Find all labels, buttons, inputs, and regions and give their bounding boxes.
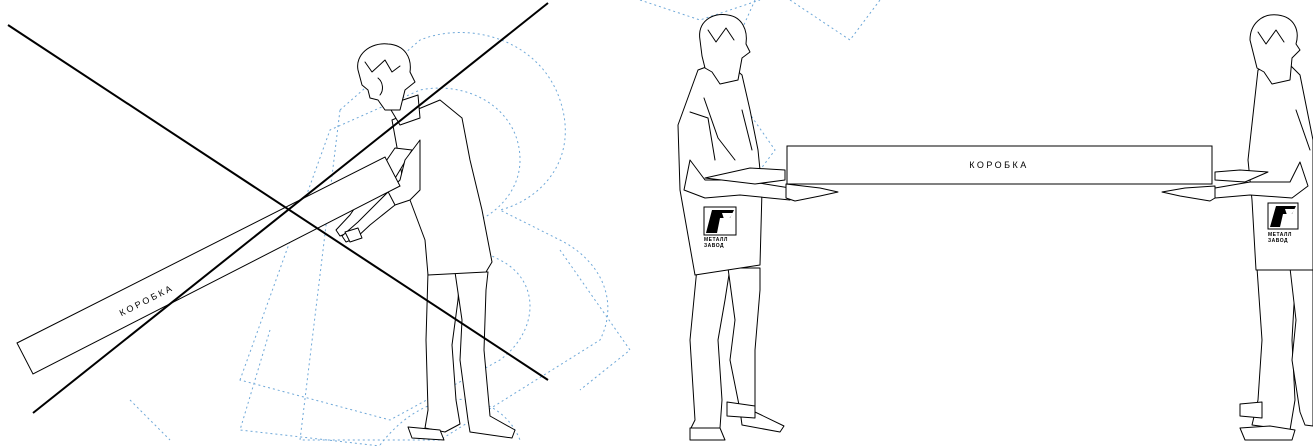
watermark bbox=[129, 0, 881, 446]
cross-out-mark bbox=[7, 2, 549, 414]
wrong-method-scene: КОРОБКА bbox=[7, 2, 549, 441]
left-carrier-figure: МЕТАЛЛ ЗАВОД bbox=[677, 13, 839, 441]
tilted-box: КОРОБКА bbox=[16, 156, 401, 375]
svg-text:МЕТАЛЛ: МЕТАЛЛ bbox=[1268, 232, 1292, 238]
bending-person-figure bbox=[335, 43, 516, 441]
svg-text:ЗАВОД: ЗАВОД bbox=[1268, 238, 1288, 244]
company-logo-right: МЕТАЛЛ ЗАВОД bbox=[1267, 202, 1299, 244]
company-logo-left: МЕТАЛЛ ЗАВОД bbox=[703, 206, 737, 249]
svg-text:ЗАВОД: ЗАВОД bbox=[704, 243, 724, 249]
right-carrier-figure: МЕТАЛЛ ЗАВОД bbox=[1161, 14, 1313, 441]
svg-text:МЕТАЛЛ: МЕТАЛЛ bbox=[704, 237, 728, 243]
level-box-label: КОРОБКА bbox=[969, 160, 1029, 170]
right-method-scene: МЕТАЛЛ ЗАВОД МЕ bbox=[677, 13, 1313, 441]
level-box: КОРОБКА bbox=[786, 145, 1213, 185]
